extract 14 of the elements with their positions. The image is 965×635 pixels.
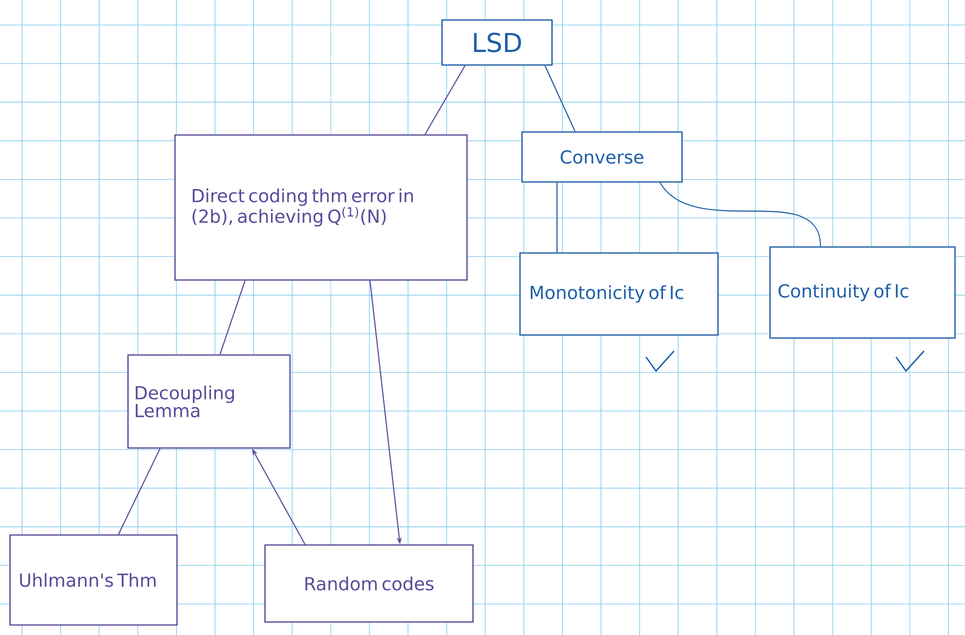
method-box: Random codes [264,544,474,623]
connector [556,182,558,252]
connector [118,448,160,535]
property-box: Continuity of Ic [769,246,956,339]
lemma-box: Decoupling Lemma [127,354,291,449]
theorem-box: Direct coding thm error in (2b), achieving Q$^{(1)}$(N) [174,134,468,281]
topic-box: LSD [441,19,553,66]
theorem-box: Uhlmann's Thm [9,534,178,626]
connector [219,280,246,355]
connector [544,65,576,132]
connector [424,65,466,135]
topic-box: Converse [521,131,683,183]
connector [660,182,822,246]
property-box: Monotonicity of Ic [519,252,719,336]
